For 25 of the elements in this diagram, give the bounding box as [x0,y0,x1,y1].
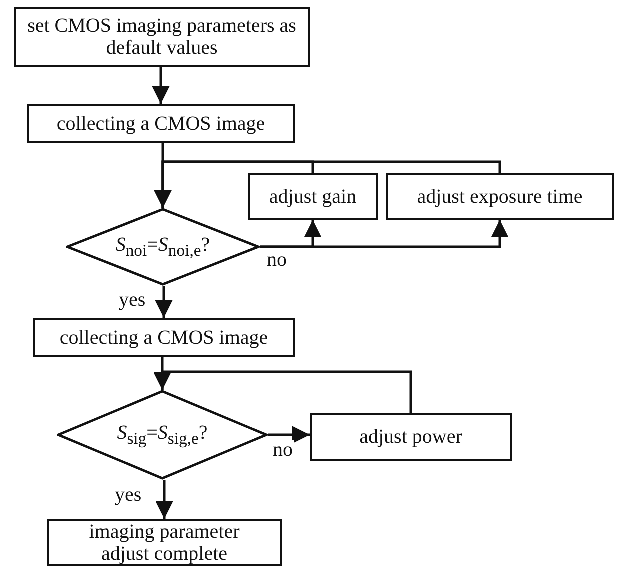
process-box [386,173,614,220]
decision-diamond [57,390,268,480]
condition-text: S$_{noi}$=S$_{noi,e}$? [114,234,212,260]
process-box [14,7,310,67]
step-text: collecting a CMOS image [58,326,270,348]
condition-text: S$_{sig}$=S$_{sig,e}$? [116,422,209,448]
step-text: imaging parameter adjust complete [88,520,241,564]
process-box [27,104,295,143]
arrow [268,426,310,444]
process-box [47,519,282,566]
process-box [248,173,378,220]
process-box [310,413,512,461]
step-text: adjust exposure time [416,186,584,208]
step-text: adjust gain [268,186,358,208]
step-text: adjust power [358,426,464,448]
arrow [260,220,509,248]
step-text: set CMOS imaging parameters as default values [26,15,298,59]
process-box [33,318,295,357]
decision-diamond [66,208,260,286]
step-text: collecting a CMOS image [56,112,266,134]
arrow [154,370,412,413]
arrow [154,160,502,208]
arrow [156,480,174,519]
arrow [152,67,170,104]
arrow [155,286,173,318]
